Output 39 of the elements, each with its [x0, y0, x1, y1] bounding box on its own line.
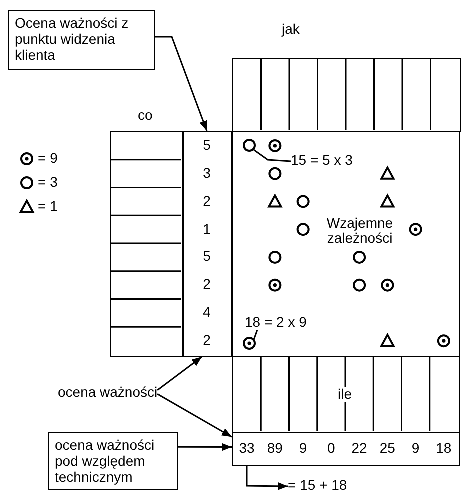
- importance-score: 4: [202, 305, 212, 321]
- callout-box: ocena ważności pod względem technicznym: [48, 432, 178, 490]
- formula-label: 18 = 2 x 9: [245, 315, 307, 330]
- importance-score: 2: [202, 194, 212, 210]
- importance-score: 5: [202, 138, 212, 154]
- section-heading: co: [138, 108, 153, 124]
- technical-score: 9: [410, 441, 421, 456]
- formula-label: = 15 + 18: [288, 478, 348, 494]
- technical-score: 25: [378, 441, 396, 456]
- technical-score: 33: [238, 441, 256, 456]
- technical-score: 18: [435, 441, 453, 456]
- section-heading: jak: [282, 22, 300, 38]
- legend-label: = 3: [38, 175, 58, 190]
- legend-label: = 1: [38, 199, 58, 214]
- relationship-matrix: [232, 131, 460, 357]
- technical-score: 22: [350, 441, 368, 456]
- leader-line: [254, 149, 292, 162]
- importance-score: 3: [202, 166, 212, 182]
- score-row: [232, 432, 460, 466]
- column-grid: [232, 356, 460, 433]
- technical-score: 0: [326, 441, 336, 456]
- formula-label: 15 = 5 x 3: [291, 153, 353, 168]
- leader-line: [253, 330, 258, 340]
- score-column: [183, 131, 232, 357]
- section-heading: ile: [336, 387, 354, 402]
- arrow: [178, 443, 232, 452]
- technical-score: 9: [298, 441, 308, 456]
- arrow: [157, 394, 232, 438]
- arrow: [155, 36, 208, 132]
- callout-box: Ocena ważności z punktu widzenia klienta: [8, 10, 155, 70]
- importance-score: 2: [202, 333, 212, 348]
- arrow: [157, 356, 203, 391]
- legend-label: = 9: [38, 151, 58, 166]
- importance-score: 1: [202, 222, 212, 237]
- importance-score: 2: [202, 277, 212, 293]
- annotation-label: ocena ważności: [58, 385, 158, 400]
- importance-score: 5: [202, 249, 212, 265]
- arrow: [246, 466, 288, 490]
- technical-score: 89: [266, 441, 284, 456]
